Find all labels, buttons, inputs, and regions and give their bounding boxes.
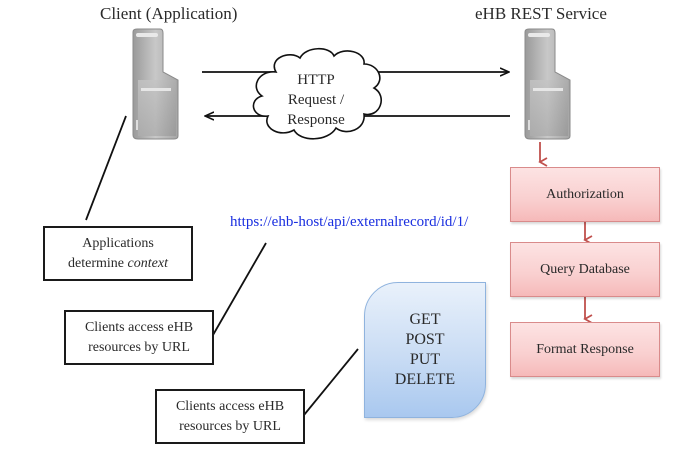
connector-client-context <box>85 115 127 221</box>
cloud-label-line: Response <box>287 112 345 128</box>
callout-emphasis: context <box>127 255 168 271</box>
cloud-icon <box>252 47 383 140</box>
method-delete: DELETE <box>394 371 456 388</box>
connector-url <box>212 242 267 336</box>
service-title: eHB REST Service <box>475 4 607 23</box>
callout-line: Applications <box>82 235 154 251</box>
method-put: PUT <box>409 351 441 368</box>
step-format-response: Format Response <box>510 322 660 377</box>
http-methods-box: GET POST PUT DELETE <box>364 282 486 418</box>
connector-methods <box>303 348 359 416</box>
callout-line: resources by URL <box>179 418 281 434</box>
callout-line: resources by URL <box>88 339 190 355</box>
callout-line: determine context <box>68 254 168 274</box>
step-authorization: Authorization <box>510 167 660 222</box>
cloud-label-line: Request / <box>287 92 345 108</box>
callout-url-access: Clients access eHB resources by URL <box>64 310 214 365</box>
cloud-label-line: HTTP <box>297 72 335 88</box>
callout-methods: Clients access eHB resources by URL <box>155 389 305 444</box>
step-query-database: Query Database <box>510 242 660 297</box>
callout-text: determine <box>68 255 128 271</box>
cloud-label: HTTP Request / Response <box>266 70 366 130</box>
callout-context: Applications determine context <box>43 226 193 281</box>
callout-line: Clients access eHB <box>175 398 285 414</box>
resource-url[interactable]: https://ehb-host/api/externalrecord/id/1… <box>230 214 469 230</box>
client-title: Client (Application) <box>100 4 238 23</box>
method-get: GET <box>409 311 441 328</box>
service-server-icon <box>524 28 571 140</box>
callout-line: Clients access eHB <box>84 319 194 335</box>
method-post: POST <box>405 331 445 348</box>
client-server-icon <box>132 28 179 140</box>
